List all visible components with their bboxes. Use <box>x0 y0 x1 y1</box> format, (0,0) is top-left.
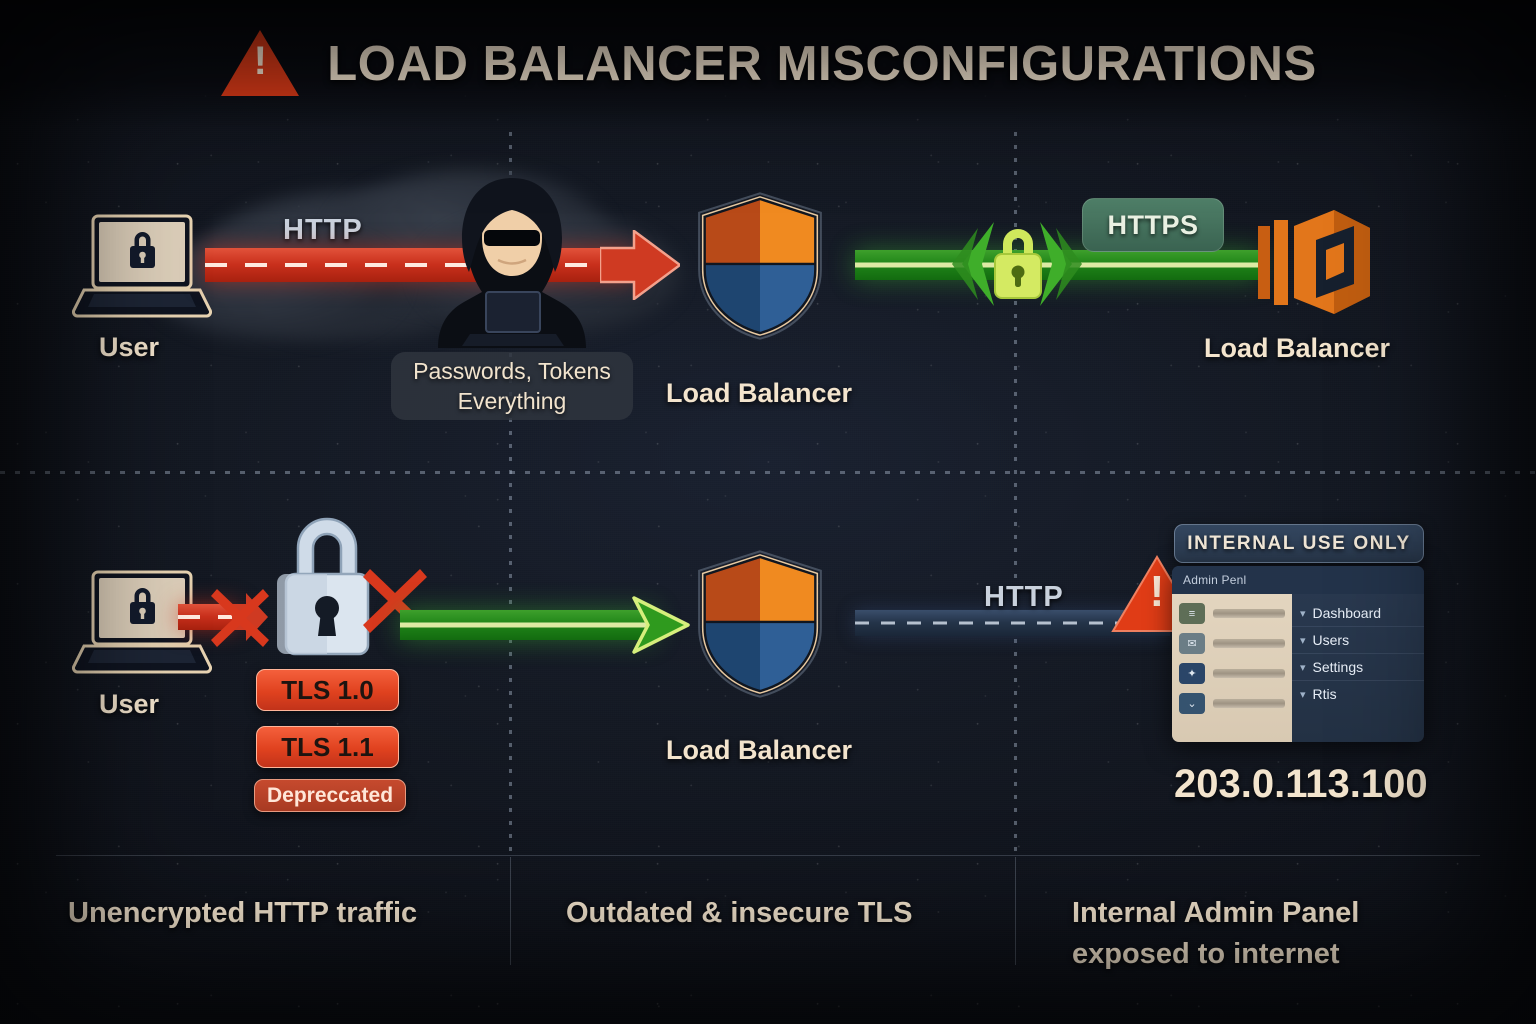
shield-icon <box>662 550 858 698</box>
red-x-icon <box>208 586 272 650</box>
red-dashed-arrow-icon <box>598 228 683 302</box>
row2-user-label: User <box>99 689 160 719</box>
row2-http-label: HTTP <box>984 581 1064 613</box>
placeholder-line <box>1213 609 1285 618</box>
https-tooltip: HTTPS <box>1082 198 1224 252</box>
page-title: LOAD BALANCER MISCONFIGURATIONS <box>327 37 1317 91</box>
tls-badge-2: Depreccated <box>254 779 406 812</box>
row1-aws-lb-label: Load Balancer <box>1204 333 1391 363</box>
admin-panel-body: ≡ ✉ ✦ ⌄ ▾ Dashboard <box>1172 594 1424 742</box>
tls-badge-1: TLS 1.1 <box>256 726 399 768</box>
admin-panel-title: Admin Penl <box>1183 573 1247 587</box>
warning-exclamation: ! <box>253 39 267 84</box>
https-label: HTTPS <box>1107 209 1199 240</box>
menu-item-settings-label: Settings <box>1312 659 1364 675</box>
footer-divider-2 <box>1015 857 1016 965</box>
caption-admin-panel-exposed: Internal Admin Panel exposed to internet <box>1072 893 1359 975</box>
caption-outdated-tls-line1: Outdated & insecure TLS <box>566 897 913 929</box>
chevron-down-icon: ▾ <box>1300 661 1306 674</box>
row2-shield-label: Load Balancer <box>666 735 853 765</box>
aws-load-balancer-icon <box>1258 210 1370 315</box>
bolt-icon: ✦ <box>1179 663 1205 684</box>
internal-use-only-text: INTERNAL USE ONLY <box>1187 532 1411 554</box>
admin-panel-titlebar: Admin Penl <box>1172 566 1424 594</box>
tls-badge-1-label: TLS 1.1 <box>281 731 374 762</box>
menu-item-dashboard[interactable]: ▾ Dashboard <box>1292 600 1424 627</box>
row1-http-label: HTTP <box>283 214 363 246</box>
warning-exclamation: ! <box>1149 566 1165 616</box>
menu-item-rtis[interactable]: ▾ Rtis <box>1292 681 1424 707</box>
caption-admin-panel-line1: Internal Admin Panel <box>1072 897 1360 929</box>
attacker-caption-line1: Passwords, Tokens <box>413 357 611 384</box>
list-item[interactable]: ⌄ <box>1179 693 1285 714</box>
caption-unencrypted-http: Unencrypted HTTP traffic <box>68 893 417 934</box>
placeholder-line <box>1213 639 1285 648</box>
admin-panel-menu: ▾ Dashboard ▾ Users ▾ Settings ▾ Rtis <box>1292 594 1424 742</box>
public-ip-address: 203.0.113.100 <box>1174 762 1428 806</box>
admin-panel[interactable]: Admin Penl ≡ ✉ ✦ ⌄ <box>1172 566 1424 742</box>
menu-item-settings[interactable]: ▾ Settings <box>1292 654 1424 681</box>
list-item[interactable]: ✉ <box>1179 633 1285 654</box>
header-bar: ! LOAD BALANCER MISCONFIGURATIONS <box>0 0 1536 128</box>
list-item[interactable]: ✦ <box>1179 663 1285 684</box>
row1-user-label: User <box>99 332 160 362</box>
admin-panel-content: ≡ ✉ ✦ ⌄ <box>1172 594 1292 742</box>
padlock-closed-icon <box>987 222 1049 302</box>
row1-shield-label: Load Balancer <box>666 378 853 408</box>
chevron-down-icon: ▾ <box>1300 634 1306 647</box>
caption-outdated-tls: Outdated & insecure TLS <box>566 893 912 934</box>
menu-item-users-label: Users <box>1312 632 1350 648</box>
shield-icon <box>662 192 858 340</box>
padlock-open-icon <box>272 512 382 658</box>
chevron-down-icon: ⌄ <box>1179 693 1205 714</box>
footer-divider-1 <box>510 857 511 965</box>
insecure-http-link <box>205 248 635 282</box>
tls-badge-0: TLS 1.0 <box>256 669 399 711</box>
green-arrow-icon <box>630 594 692 656</box>
caption-unencrypted-http-line1: Unencrypted HTTP traffic <box>68 897 418 929</box>
chevron-down-icon: ▾ <box>1300 607 1306 620</box>
chevron-down-icon: ▾ <box>1300 688 1306 701</box>
list-item[interactable]: ≡ <box>1179 603 1285 624</box>
attacker-caption-line2: Everything <box>457 388 567 414</box>
caption-admin-panel-line2: exposed to internet <box>1072 938 1340 971</box>
menu-item-rtis-label: Rtis <box>1312 686 1337 702</box>
row2-secure-link <box>400 610 655 640</box>
warning-triangle-icon: ! <box>219 28 301 100</box>
laptop-lock-icon <box>72 570 212 674</box>
internal-use-only-banner: INTERNAL USE ONLY <box>1174 524 1424 563</box>
menu-item-dashboard-label: Dashboard <box>1312 605 1382 621</box>
laptop-lock-icon <box>72 214 212 318</box>
placeholder-line <box>1213 669 1285 678</box>
green-arrow-icon <box>952 216 1082 312</box>
attacker-caption-bubble: Passwords, Tokens Everything <box>391 352 633 420</box>
placeholder-line <box>1213 699 1285 708</box>
red-dashed-arrow-icon <box>232 592 268 642</box>
tls-badge-2-label: Depreccated <box>266 783 394 807</box>
hacker-icon <box>430 176 595 351</box>
tls-badge-0-label: TLS 1.0 <box>281 674 374 705</box>
grid-divider-horizontal <box>0 471 1536 474</box>
footer-captions: Unencrypted HTTP traffic Outdated & inse… <box>0 855 1536 1024</box>
menu-item-users[interactable]: ▾ Users <box>1292 627 1424 654</box>
mail-icon: ✉ <box>1179 633 1205 654</box>
list-icon: ≡ <box>1179 603 1205 624</box>
footer-top-divider <box>56 855 1480 856</box>
